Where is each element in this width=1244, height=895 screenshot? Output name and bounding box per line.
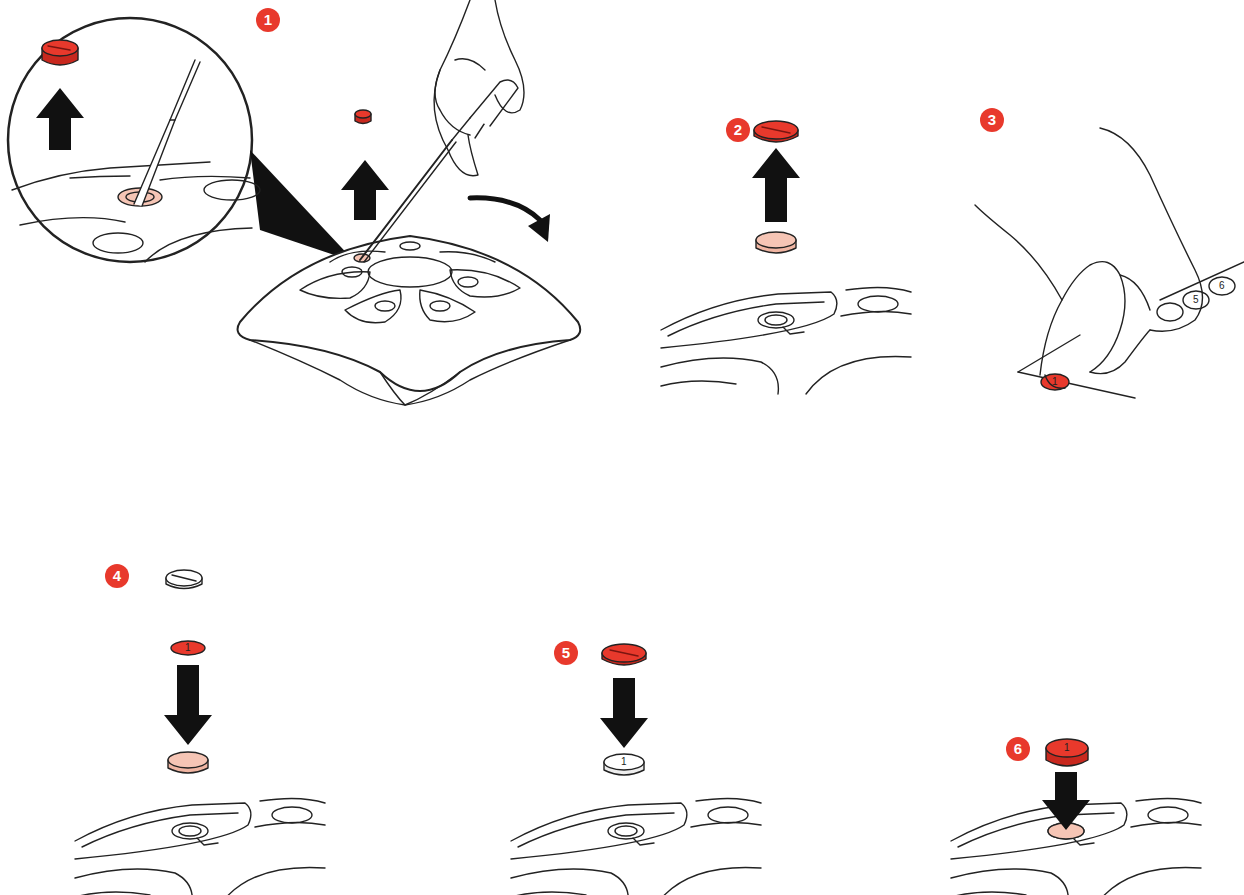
callout-number: 4 bbox=[105, 564, 129, 588]
callout-number: 6 bbox=[1006, 737, 1030, 761]
label-number: 5 bbox=[1193, 295, 1199, 305]
red-label bbox=[171, 641, 205, 655]
device-fragment bbox=[511, 798, 761, 895]
hand bbox=[975, 128, 1203, 388]
down-arrow bbox=[164, 665, 212, 745]
white-insert bbox=[604, 754, 644, 775]
magnifier-pointer bbox=[250, 150, 355, 262]
magnifier-circle bbox=[8, 18, 252, 262]
turn-arrow bbox=[470, 198, 540, 220]
assembled-cap bbox=[1046, 739, 1088, 766]
red-cover bbox=[602, 644, 646, 665]
label-number: 1 bbox=[185, 643, 191, 653]
up-arrow bbox=[752, 148, 800, 222]
device-fragment bbox=[661, 287, 911, 394]
white-insert bbox=[166, 570, 202, 589]
label-number: 1 bbox=[621, 757, 627, 767]
pink-insert bbox=[168, 752, 208, 773]
callout-number: 2 bbox=[726, 118, 750, 142]
turn-arrow-head bbox=[528, 214, 550, 242]
pink-insert bbox=[756, 232, 796, 253]
device-fragment bbox=[75, 798, 325, 895]
hand-with-screwdriver bbox=[360, 0, 524, 262]
speakerphone bbox=[238, 236, 581, 405]
callout-number: 1 bbox=[256, 8, 280, 32]
down-arrow bbox=[1042, 772, 1090, 830]
red-cap bbox=[42, 40, 78, 65]
callout-number: 5 bbox=[554, 641, 578, 665]
label-number: 1 bbox=[1052, 377, 1058, 387]
callout-number: 3 bbox=[980, 108, 1004, 132]
up-arrow bbox=[341, 160, 389, 220]
label-number: 1 bbox=[1064, 743, 1070, 753]
down-arrow bbox=[600, 678, 648, 748]
up-arrow bbox=[36, 88, 84, 150]
red-cover bbox=[754, 121, 798, 142]
label-number: 6 bbox=[1219, 281, 1225, 291]
red-cap bbox=[355, 110, 371, 124]
magnified-surface bbox=[12, 60, 260, 262]
